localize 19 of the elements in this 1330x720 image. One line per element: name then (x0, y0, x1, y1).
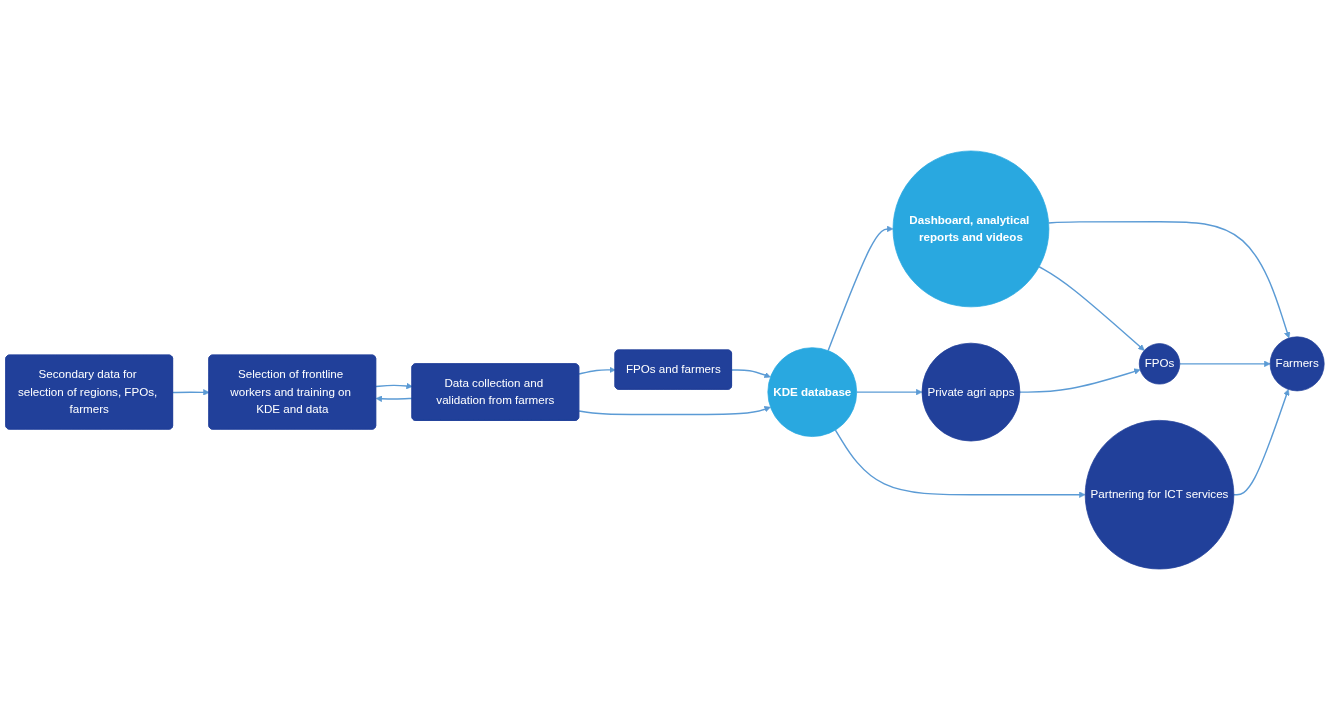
arrow (578, 406, 771, 416)
arrow (1047, 220, 1291, 339)
arrow (1019, 368, 1141, 393)
arrow (1038, 266, 1145, 351)
node-circle: Partnering for ICT services (1084, 420, 1235, 570)
arrow (731, 369, 771, 379)
arrow (834, 429, 1086, 498)
arrow (827, 225, 894, 352)
arrow (578, 366, 616, 375)
node-circle: Farmers (1269, 336, 1325, 392)
arrow (375, 382, 413, 390)
arrow (1179, 360, 1271, 368)
arrow (1233, 389, 1290, 496)
node-circle: Dashboard, analytical reports and videos (892, 150, 1050, 308)
arrow (856, 388, 923, 396)
arrow (172, 389, 210, 396)
node-circle: Private agri apps (921, 342, 1021, 442)
node-circle: KDE database (767, 347, 858, 437)
node-circle: FPOs (1138, 343, 1181, 385)
